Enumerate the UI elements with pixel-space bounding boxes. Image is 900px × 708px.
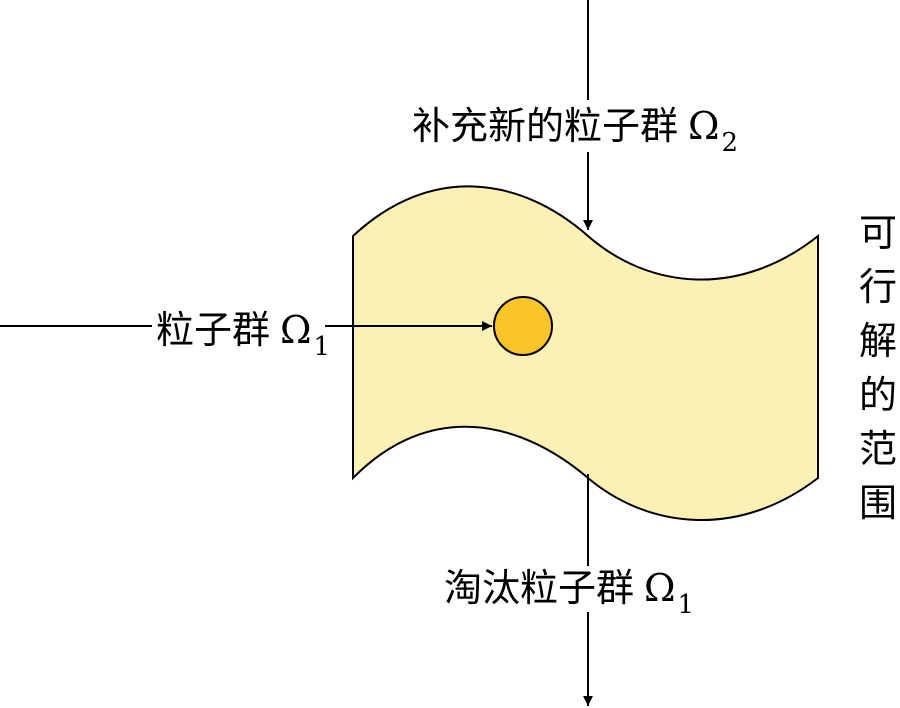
remove-swarm-symbol: Ω <box>644 566 676 610</box>
add-swarm-subscript: 2 <box>721 128 739 158</box>
feasible-region-label: 可行解的范围 <box>858 211 897 525</box>
remove-swarm-subscript: 1 <box>677 590 695 620</box>
swarm-subscript: 1 <box>313 332 331 362</box>
swarm-symbol: Ω <box>280 308 312 352</box>
remove-swarm-text: 淘汰粒子群 <box>444 566 635 610</box>
add-swarm-symbol: Ω <box>688 104 720 148</box>
swarm-text: 粒子群 <box>156 308 271 352</box>
particle-circle <box>493 296 553 356</box>
add-swarm-text: 补充新的粒子群 <box>412 104 679 148</box>
feasible-region-shape <box>352 185 819 522</box>
